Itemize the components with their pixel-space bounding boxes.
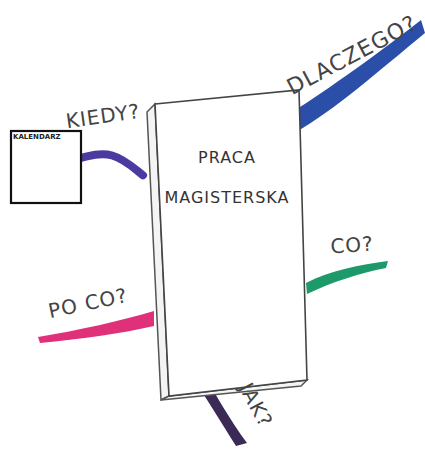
book-title: PRACA MAGISTERSKA (161, 138, 293, 218)
thesis-book: PRACA MAGISTERSKA (143, 86, 311, 402)
green-stroke (306, 261, 388, 294)
connector-label: KIEDY? (64, 99, 141, 133)
question-label: CO? (330, 232, 375, 259)
connector-path (82, 154, 143, 175)
box-outline (10, 130, 82, 204)
book-cover (155, 90, 307, 396)
book-outline (143, 86, 311, 402)
calendar-box: KALENDARZ (10, 130, 82, 204)
calendar-outline (11, 131, 81, 203)
calendar-label: KALENDARZ (13, 133, 61, 141)
marker-connector (82, 154, 143, 175)
question-label: PO CO? (46, 283, 130, 323)
